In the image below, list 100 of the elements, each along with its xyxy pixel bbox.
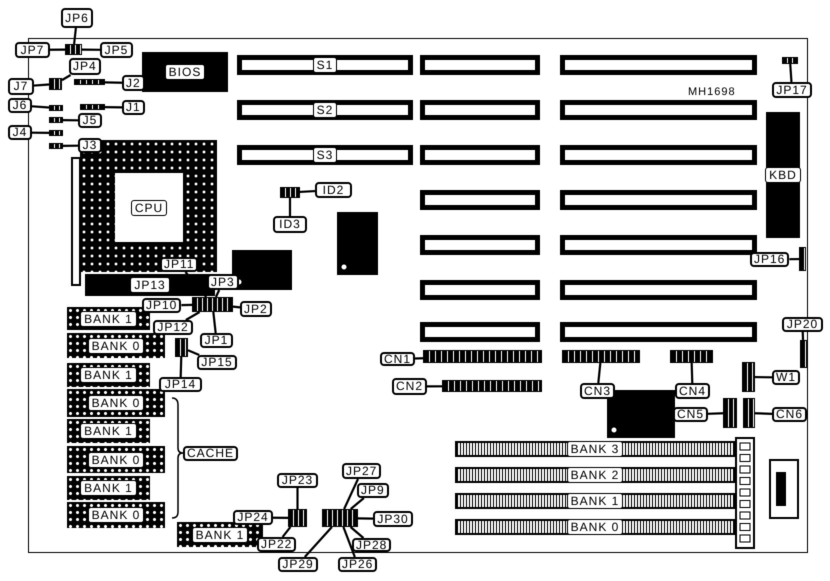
callout-label: JP15 [197, 355, 237, 370]
jumper-block [288, 509, 307, 527]
jumper-block [49, 78, 62, 90]
leader-line [597, 362, 602, 384]
leader-line [358, 517, 374, 520]
memory-socket [67, 389, 165, 417]
leader-line [232, 306, 240, 308]
callout-label: J3 [78, 138, 102, 153]
leader-line [427, 385, 442, 388]
pin-header [442, 380, 542, 392]
leader-line [104, 106, 122, 108]
keyboard-connector [766, 112, 800, 238]
component-label: S2 [312, 102, 338, 118]
pin-header [74, 79, 105, 85]
leader-line [188, 349, 200, 356]
simm-socket [455, 441, 735, 457]
callout-label: J2 [122, 75, 145, 91]
leader-line [104, 81, 122, 84]
leader-line [296, 488, 299, 509]
jumper-block [743, 398, 755, 428]
leader-line [73, 28, 77, 44]
memory-socket [67, 333, 165, 358]
expansion-slot [560, 145, 757, 165]
leader-line [212, 312, 217, 334]
memory-socket [67, 363, 150, 387]
component-label: BANK 0 [88, 395, 144, 411]
callout-label: CN4 [675, 383, 710, 399]
component-label: CPU [130, 200, 168, 216]
leader-line [754, 376, 772, 378]
callout-label: JP5 [100, 42, 133, 58]
leader-line [288, 198, 292, 216]
expansion-slot [560, 322, 757, 342]
leader-line [282, 526, 292, 538]
callout-label: CN1 [380, 352, 416, 366]
component-label: S1 [312, 57, 338, 73]
callout-label: JP9 [357, 483, 389, 498]
callout-label: JP12 [153, 320, 193, 335]
component-label: BANK 1 [80, 423, 137, 439]
callout-label: JP1 [200, 333, 233, 348]
expansion-slot [420, 55, 540, 75]
leader-line [185, 311, 200, 321]
callout-label: JP26 [338, 557, 378, 572]
expansion-slot [237, 100, 413, 120]
callout-label: J4 [8, 125, 32, 140]
component-label: BANK 0 [88, 452, 144, 468]
memory-socket [177, 522, 263, 547]
expansion-slot [560, 280, 757, 300]
expansion-slot [237, 145, 413, 165]
expansion-slot [420, 280, 540, 300]
leader-line [708, 412, 724, 415]
component-label: BANK 0 [88, 338, 144, 354]
jumper-block [49, 130, 63, 136]
memory-socket [67, 502, 165, 528]
simm-socket [455, 467, 735, 483]
callout-label: JP27 [342, 463, 382, 479]
callout-label: JP6 [61, 8, 93, 28]
callout-label: JP16 [750, 252, 790, 267]
component-label: BIOS [164, 64, 206, 80]
callout-label: JP22 [257, 537, 296, 552]
component-label: KBD [765, 167, 801, 183]
jumper-block [49, 105, 63, 111]
bios-chip [142, 52, 228, 92]
component-label: BANK 1 [80, 367, 137, 383]
jumper-block [800, 340, 807, 368]
callout-label: JP3 [207, 274, 239, 290]
callout-label: ID2 [315, 182, 352, 198]
expansion-slot [420, 235, 540, 255]
component-label: BANK 1 [192, 526, 248, 542]
leader-line [62, 119, 78, 122]
leader-line [32, 105, 50, 109]
leader-line [272, 516, 288, 519]
jumper-block [782, 57, 798, 64]
memory-socket [67, 419, 150, 443]
leader-line [82, 48, 100, 51]
callout-label: JP2 [240, 301, 272, 317]
callout-label: JP30 [373, 511, 413, 527]
leader-line [350, 526, 364, 539]
leader-line [342, 526, 356, 558]
component-label: BANK 2 [566, 467, 624, 483]
callout-label: CN2 [392, 378, 428, 395]
expansion-slot [420, 100, 540, 120]
expansion-slot [420, 145, 540, 165]
expansion-slot [560, 55, 757, 75]
leader-line [789, 258, 800, 260]
memory-socket [67, 446, 165, 473]
pin-header [80, 104, 105, 110]
callout-label: JP10 [142, 298, 182, 313]
callout-label: JP29 [278, 557, 318, 572]
callout-label: J7 [8, 78, 34, 95]
leader-line [304, 526, 333, 558]
callout-label: JP11 [160, 257, 198, 272]
pin-header [423, 350, 542, 363]
expansion-slot [420, 190, 540, 210]
jumper-block [49, 117, 63, 123]
jumper-block [175, 338, 188, 357]
jumper-block [322, 509, 358, 527]
leader-line [690, 362, 694, 384]
leader-line [180, 356, 182, 378]
pin-header [562, 350, 640, 363]
callout-label: J6 [8, 98, 32, 113]
